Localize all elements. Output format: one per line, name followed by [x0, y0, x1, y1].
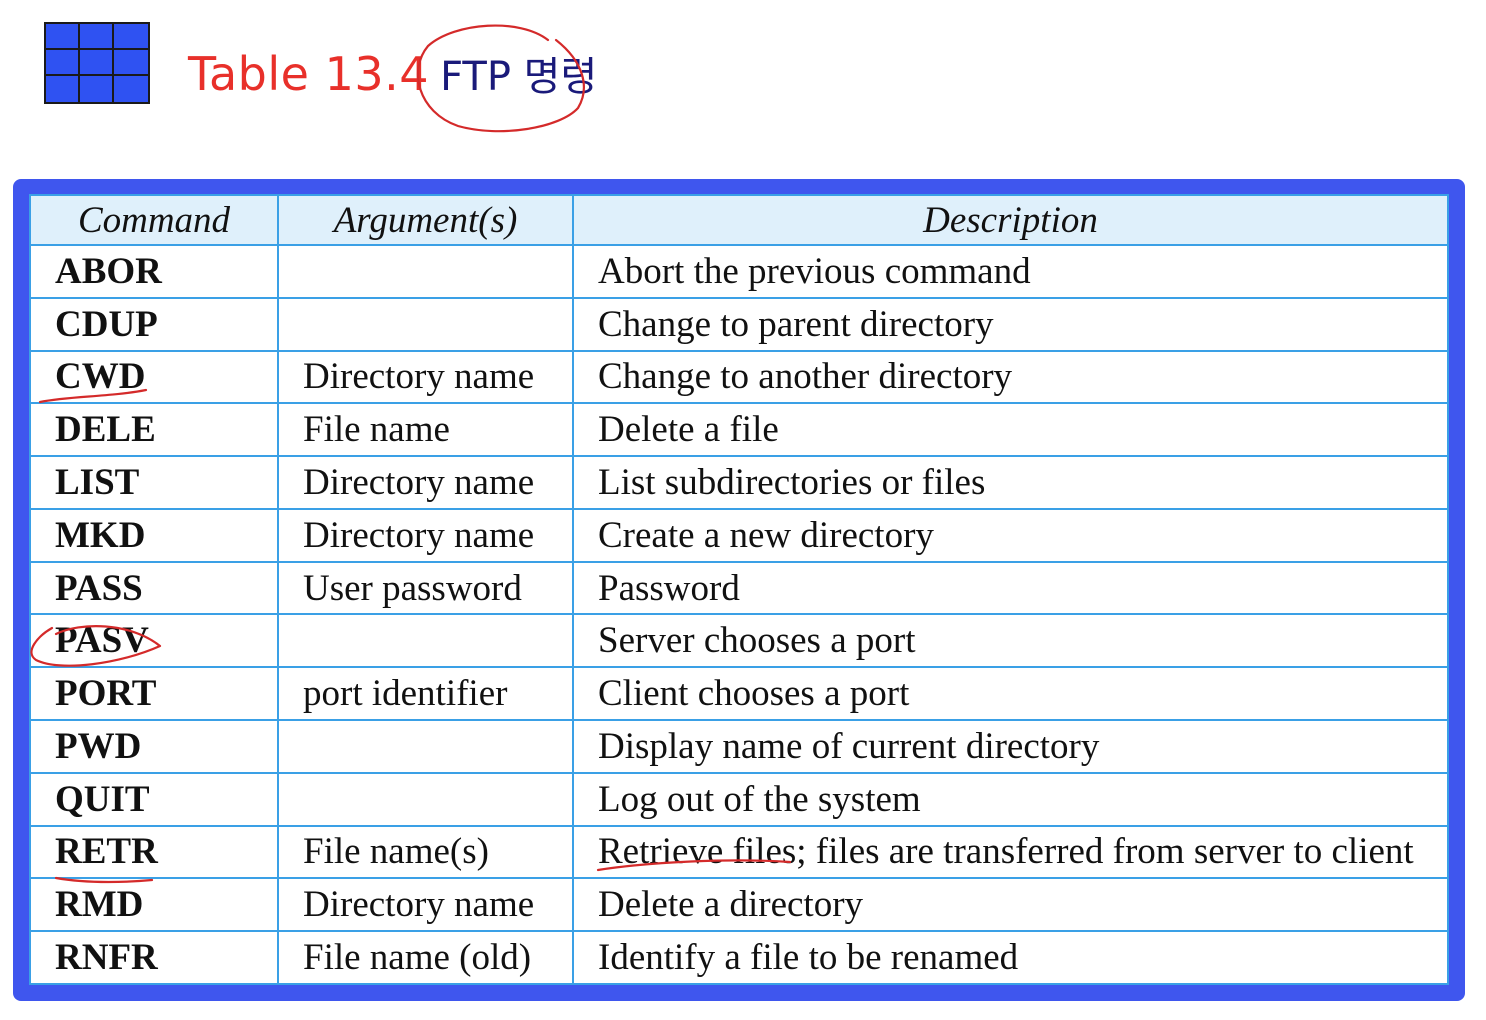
- command-cell: DELE: [29, 402, 279, 458]
- header-arguments: Argument(s): [277, 194, 574, 246]
- command-cell: CDUP: [29, 296, 279, 352]
- command-cell: RNFR: [29, 930, 279, 985]
- command-cell: LIST: [29, 455, 279, 510]
- description-cell: Log out of the system: [572, 771, 1449, 827]
- command-cell: MKD: [29, 507, 279, 563]
- description-cell: Change to parent directory: [572, 296, 1449, 352]
- arguments-cell: [277, 771, 574, 827]
- arguments-cell: Directory name: [277, 507, 574, 563]
- description-cell: Delete a file: [572, 402, 1449, 458]
- title-subtitle: FTP 명령: [440, 54, 598, 100]
- description-cell: Display name of current directory: [572, 719, 1449, 774]
- command-cell: PASV: [29, 613, 279, 669]
- arguments-cell: Directory name: [277, 349, 574, 405]
- description-cell: Create a new directory: [572, 507, 1449, 563]
- command-cell: RMD: [29, 877, 279, 933]
- description-cell: Identify a file to be renamed: [572, 930, 1449, 985]
- table-row: ABOR Abort the previous command: [29, 244, 1449, 299]
- command-cell: QUIT: [29, 771, 279, 827]
- header-description: Description: [572, 194, 1449, 246]
- arguments-cell: Directory name: [277, 877, 574, 933]
- arguments-cell: File name(s): [277, 824, 574, 880]
- arguments-cell: [277, 244, 574, 299]
- description-cell: Client chooses a port: [572, 666, 1449, 722]
- description-cell: Server chooses a port: [572, 613, 1449, 669]
- ftp-command-table: Command Argument(s) Description ABOR Abor…: [29, 194, 1449, 985]
- table-row: PASV Server chooses a port: [29, 613, 1449, 669]
- description-cell: Password: [572, 560, 1449, 616]
- arguments-cell: File name: [277, 402, 574, 458]
- table-frame: Command Argument(s) Description ABOR Abor…: [13, 179, 1465, 1001]
- table-row: QUIT Log out of the system: [29, 771, 1449, 827]
- arguments-cell: [277, 296, 574, 352]
- table-header-row: Command Argument(s) Description: [29, 194, 1449, 246]
- command-cell: CWD: [29, 349, 279, 405]
- command-cell: PASS: [29, 560, 279, 616]
- arguments-cell: port identifier: [277, 666, 574, 722]
- command-cell: PORT: [29, 666, 279, 722]
- table-grid-icon: [44, 22, 150, 104]
- title-label: Table 13.4: [188, 47, 429, 101]
- table-row: CDUP Change to parent directory: [29, 296, 1449, 352]
- arguments-cell: Directory name: [277, 455, 574, 510]
- description-cell: Retrieve files; files are transferred fr…: [572, 824, 1449, 880]
- table-row: PWD Display name of current directory: [29, 719, 1449, 774]
- arguments-cell: User password: [277, 560, 574, 616]
- description-cell: Change to another directory: [572, 349, 1449, 405]
- command-cell: RETR: [29, 824, 279, 880]
- header-command: Command: [29, 194, 279, 246]
- arguments-cell: [277, 613, 574, 669]
- description-cell: Abort the previous command: [572, 244, 1449, 299]
- page-title: Table 13.4 FTP 명령: [188, 44, 597, 104]
- arguments-cell: File name (old): [277, 930, 574, 985]
- command-cell: ABOR: [29, 244, 279, 299]
- description-cell: Delete a directory: [572, 877, 1449, 933]
- arguments-cell: [277, 719, 574, 774]
- command-cell: PWD: [29, 719, 279, 774]
- description-cell: List subdirectories or files: [572, 455, 1449, 510]
